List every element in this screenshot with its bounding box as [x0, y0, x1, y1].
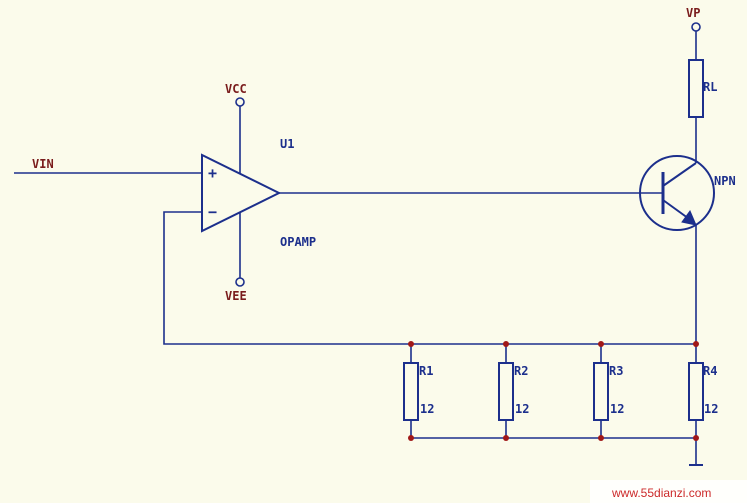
junction-dot: [598, 435, 604, 441]
r2-resistor: [498, 362, 514, 421]
npn-collector-lead: [662, 162, 697, 187]
vcc-label: VCC: [225, 82, 247, 96]
r1-resistor: [403, 362, 419, 421]
r4-label: R4: [703, 364, 717, 378]
junction-dot: [693, 435, 699, 441]
opamp-plus-sign: +: [208, 164, 217, 182]
vp-terminal: [691, 22, 701, 32]
watermark-backdrop: [590, 480, 747, 503]
u1-label: U1: [280, 137, 294, 151]
r2-value: 12: [515, 402, 529, 416]
junction-dot: [598, 341, 604, 347]
r3-label: R3: [609, 364, 623, 378]
watermark-text: www.55dianzi.com: [611, 486, 711, 500]
r4-value: 12: [704, 402, 718, 416]
vee-label: VEE: [225, 289, 247, 303]
vee-terminal: [235, 277, 245, 287]
npn-transistor: [639, 155, 715, 231]
opamp-label: OPAMP: [280, 235, 316, 249]
junction-dot: [408, 435, 414, 441]
vin-label: VIN: [32, 157, 54, 171]
rl-label: RL: [703, 80, 717, 94]
r4-resistor: [688, 362, 704, 421]
r3-resistor: [593, 362, 609, 421]
junction-dot: [503, 435, 509, 441]
vp-label: VP: [686, 6, 700, 20]
junction-dot: [408, 341, 414, 347]
r1-value: 12: [420, 402, 434, 416]
feedback-wire: [163, 211, 696, 345]
npn-emitter-arrow: [681, 209, 697, 226]
vcc-terminal: [235, 97, 245, 107]
junction-dot: [503, 341, 509, 347]
opamp-minus-sign: −: [208, 203, 217, 221]
rl-resistor: [688, 59, 704, 118]
npn-label: NPN: [714, 174, 736, 188]
r3-value: 12: [610, 402, 624, 416]
r2-label: R2: [514, 364, 528, 378]
r1-label: R1: [419, 364, 433, 378]
junction-dot: [693, 341, 699, 347]
